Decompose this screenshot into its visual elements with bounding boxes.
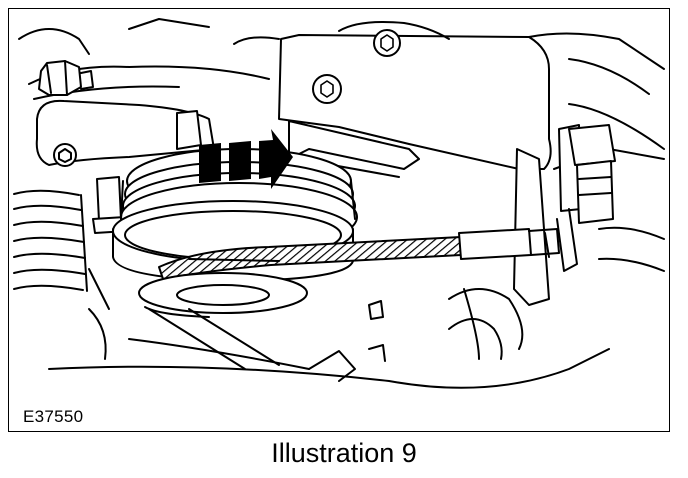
lower-body-outline — [48, 268, 610, 389]
illustration-frame: E37550 — [8, 8, 670, 432]
bolt-connector — [568, 124, 616, 224]
rotation-direction-arrows — [199, 129, 293, 189]
illustration-caption: Illustration 9 — [271, 438, 417, 468]
hex-nut — [38, 60, 94, 96]
torx-bolt-lower — [312, 74, 342, 104]
cooling-fins — [13, 189, 88, 292]
engine-casting-right — [278, 21, 665, 170]
lower-linkage — [128, 258, 356, 382]
coolant-hose — [448, 226, 665, 360]
engine-belt-drawing — [13, 18, 665, 389]
idler-pulley — [138, 272, 308, 318]
tensioner-lug — [176, 110, 202, 150]
locking-pin-tool — [458, 228, 560, 260]
reference-code: E37550 — [23, 407, 84, 426]
torx-bolt-upper — [373, 29, 401, 57]
